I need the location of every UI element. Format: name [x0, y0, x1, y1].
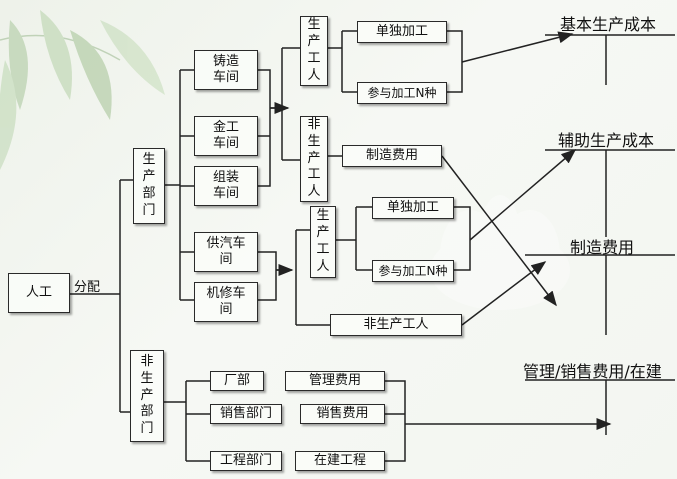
construction-box: 在建工程	[295, 451, 385, 471]
selling-expense-label: 销售费用	[316, 405, 369, 421]
group1-non-production-workers-label: 非生产工人	[307, 116, 321, 200]
group2-production-workers-label: 生产工人	[316, 208, 330, 274]
bamboo-leaves-decoration	[0, 10, 165, 170]
group1-multi-processing-box: 参与加工N种	[357, 82, 447, 104]
group2-multi-processing-label: 参与加工N种	[378, 263, 448, 278]
engineering-dept-label: 工程部门	[219, 452, 272, 468]
casting-workshop-box: 铸造车间	[194, 50, 258, 90]
group2-multi-processing-box: 参与加工N种	[372, 260, 454, 282]
production-dept-label: 生产部门	[142, 152, 156, 218]
group2-single-processing-box: 单独加工	[372, 197, 454, 219]
non-production-dept-label: 非生产部门	[140, 353, 154, 437]
selling-expense-box: 销售费用	[300, 404, 385, 424]
target-basic-cost: 基本生产成本	[560, 15, 657, 34]
group2-single-processing-label: 单独加工	[386, 199, 439, 215]
group1-manufacturing-overhead-box: 制造费用	[342, 145, 442, 167]
metalwork-workshop-box: 金工车间	[194, 116, 258, 156]
repair-workshop-label: 机修车间	[206, 285, 246, 317]
factory-office-label: 厂部	[223, 372, 250, 388]
target-manufacturing-overhead: 制造费用	[570, 238, 635, 257]
construction-label: 在建工程	[313, 452, 366, 468]
group2-non-production-workers-label: 非生产工人	[363, 316, 429, 332]
target-auxiliary-cost: 辅助生产成本	[558, 131, 655, 150]
assembly-workshop-box: 组装车间	[194, 166, 258, 206]
group1-manufacturing-overhead-label: 制造费用	[365, 147, 418, 163]
steam-workshop-box: 供汽车间	[194, 232, 258, 272]
group1-production-workers-box: 生产工人	[300, 16, 328, 86]
admin-expense-box: 管理费用	[285, 371, 385, 391]
allocate-label: 分配	[74, 280, 101, 295]
repair-workshop-box: 机修车间	[194, 282, 258, 322]
labor-source-label: 人工	[25, 284, 52, 300]
metalwork-workshop-label: 金工车间	[212, 119, 239, 151]
non-production-dept-box: 非生产部门	[130, 350, 164, 442]
group2-production-workers-box: 生产工人	[310, 206, 336, 278]
target-period-expenses: 管理/销售费用/在建	[523, 362, 662, 381]
casting-workshop-label: 铸造车间	[212, 53, 239, 85]
production-dept-box: 生产部门	[133, 148, 165, 224]
group1-production-workers-label: 生产工人	[307, 17, 321, 83]
group2-non-production-workers-box: 非生产工人	[330, 314, 462, 336]
steam-workshop-label: 供汽车间	[206, 235, 246, 267]
factory-office-box: 厂部	[210, 371, 264, 391]
sales-dept-box: 销售部门	[210, 404, 282, 424]
engineering-dept-box: 工程部门	[210, 451, 282, 471]
group1-single-processing-box: 单独加工	[357, 21, 447, 43]
sales-dept-label: 销售部门	[219, 405, 272, 421]
labor-source-box: 人工	[8, 273, 70, 313]
group1-multi-processing-label: 参与加工N种	[367, 85, 437, 100]
assembly-workshop-label: 组装车间	[212, 169, 239, 201]
group1-single-processing-label: 单独加工	[375, 23, 428, 39]
admin-expense-label: 管理费用	[308, 372, 361, 388]
group1-non-production-workers-box: 非生产工人	[300, 116, 328, 202]
